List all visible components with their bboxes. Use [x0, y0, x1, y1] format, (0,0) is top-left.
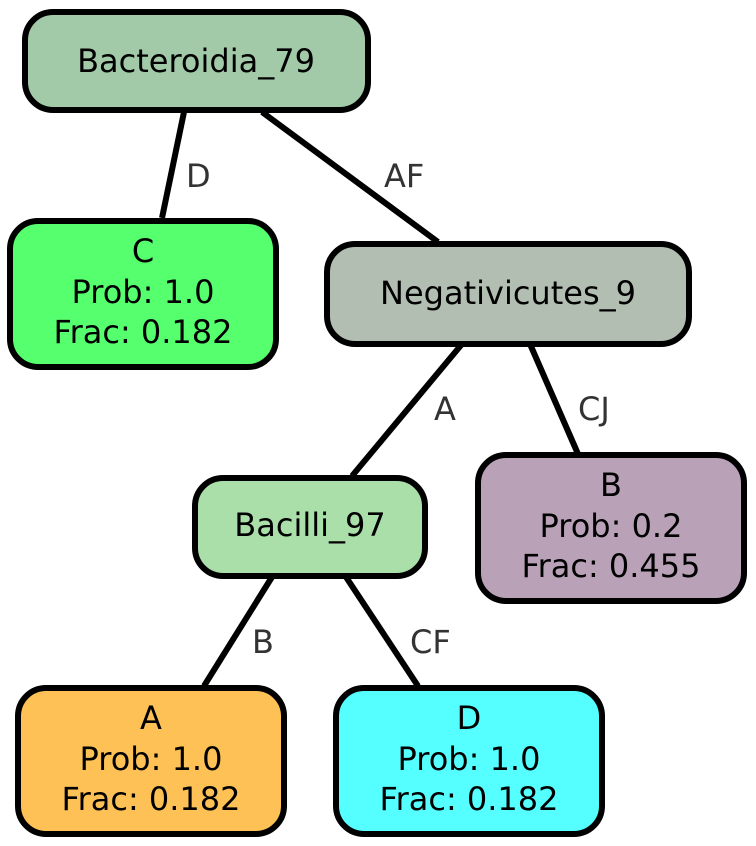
node-leaf-d-box: [333, 685, 605, 837]
node-leaf-a-box: [15, 685, 287, 837]
node-bacteroidia-label: Bacteroidia_79: [77, 42, 315, 80]
node-bacilli-label: Bacilli_97: [234, 506, 385, 544]
node-bacteroidia: Bacteroidia_79: [22, 9, 371, 113]
node-leaf-b-frac: Frac: 0.455: [522, 547, 701, 585]
edge-label-negativicutes-to-bacilli: A: [434, 390, 456, 428]
node-leaf-d-class: D: [457, 699, 482, 737]
node-leaf-a-prob: Prob: 1.0: [80, 740, 223, 778]
node-negativicutes-box: [324, 241, 692, 347]
node-leaf-c-class: C: [132, 232, 154, 270]
node-leaf-d-frac: Frac: 0.182: [380, 780, 559, 818]
node-leaf-a-frac: Frac: 0.182: [62, 780, 241, 818]
edge-negativicutes-to-bacilli: [349, 342, 465, 478]
edge-label-bacilli-to-a: B: [252, 623, 274, 661]
edge-label-root-to-c: D: [186, 157, 211, 195]
node-bacilli: Bacilli_97: [192, 475, 428, 579]
edge-bacilli-to-a: [201, 575, 275, 688]
node-negativicutes-label: Negativicutes_9: [380, 274, 636, 312]
node-leaf-a-class: A: [140, 699, 162, 737]
node-leaf-d-prob: Prob: 1.0: [398, 740, 541, 778]
node-leaf-c-box: [7, 218, 279, 370]
edge-root-to-c: [159, 111, 187, 219]
edge-negativicutes-to-b: [527, 342, 581, 456]
node-leaf-b-prob: Prob: 0.2: [540, 507, 683, 545]
node-leaf-a: A Prob: 1.0 Frac: 0.182: [15, 685, 287, 837]
edge-bacilli-to-d: [343, 575, 421, 688]
node-bacteroidia-box: [22, 9, 371, 113]
edge-root-to-negativicutes: [260, 109, 440, 245]
edge-label-negativicutes-to-b: CJ: [578, 390, 610, 428]
node-leaf-b: B Prob: 0.2 Frac: 0.455: [475, 452, 747, 604]
edge-label-root-to-negativicutes: AF: [384, 157, 424, 195]
node-leaf-d: D Prob: 1.0 Frac: 0.182: [333, 685, 605, 837]
node-negativicutes: Negativicutes_9: [324, 241, 692, 347]
node-leaf-c-frac: Frac: 0.182: [54, 313, 233, 351]
node-leaf-c-prob: Prob: 1.0: [72, 273, 215, 311]
node-leaf-c: C Prob: 1.0 Frac: 0.182: [7, 218, 279, 370]
edge-label-bacilli-to-d: CF: [410, 623, 451, 661]
node-leaf-b-class: B: [600, 466, 622, 504]
node-leaf-b-box: [475, 452, 747, 604]
node-bacilli-box: [192, 475, 428, 579]
